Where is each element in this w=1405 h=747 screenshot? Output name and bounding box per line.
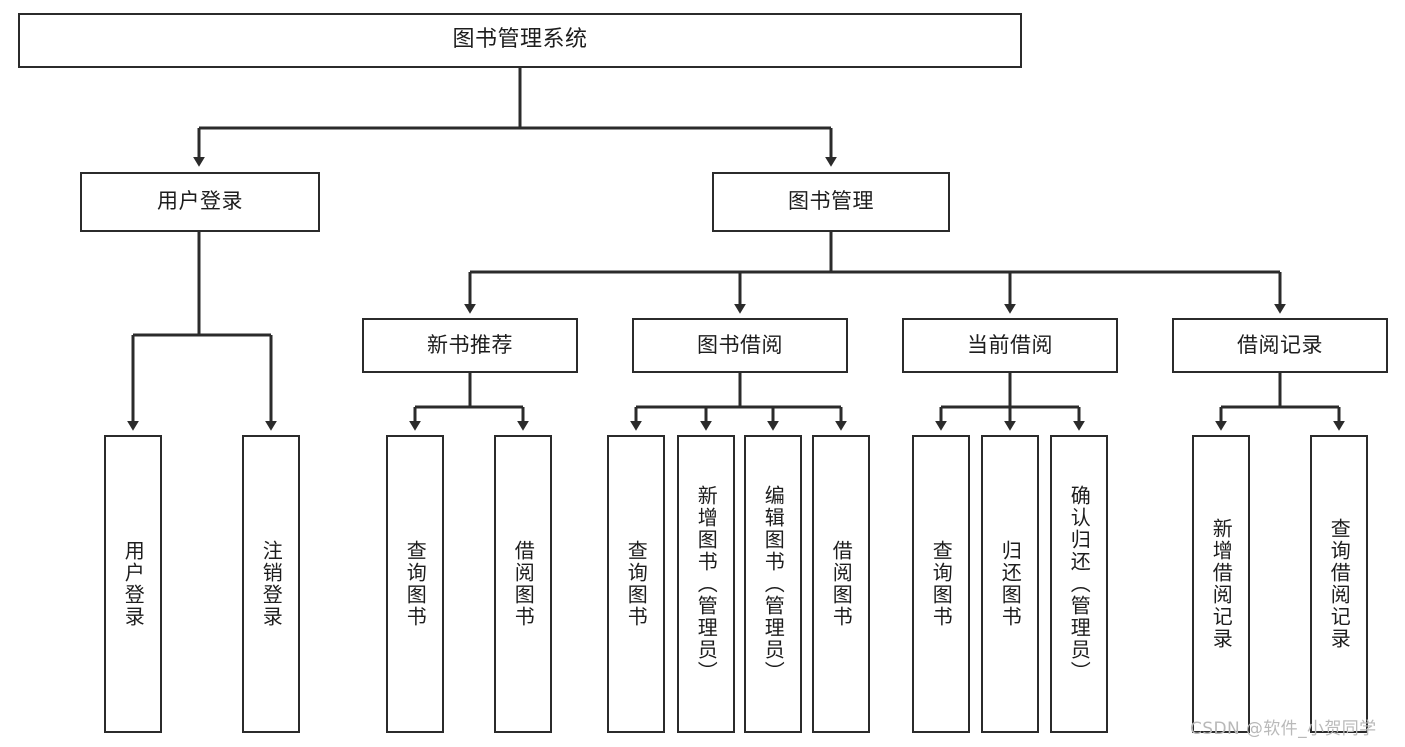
node-leaf-add-record[interactable]: 新增借阅记录 — [1192, 435, 1250, 733]
node-leaf-confirm-return-label: 确认归还（管理员） — [1067, 485, 1092, 683]
node-leaf-query-book-1[interactable]: 查询图书 — [386, 435, 444, 733]
node-new-book-recommend[interactable]: 新书推荐 — [362, 318, 578, 373]
node-leaf-add-book[interactable]: 新增图书（管理员） — [677, 435, 735, 733]
node-leaf-borrow-book-1[interactable]: 借阅图书 — [494, 435, 552, 733]
node-borrow-record[interactable]: 借阅记录 — [1172, 318, 1388, 373]
node-leaf-confirm-return[interactable]: 确认归还（管理员） — [1050, 435, 1108, 733]
node-book-borrow-label: 图书借阅 — [697, 332, 783, 357]
node-borrow-record-label: 借阅记录 — [1237, 332, 1323, 357]
node-leaf-query-record[interactable]: 查询借阅记录 — [1310, 435, 1368, 733]
node-leaf-borrow-book-2-label: 借阅图书 — [829, 540, 854, 628]
node-book-borrow[interactable]: 图书借阅 — [632, 318, 848, 373]
node-current-borrow[interactable]: 当前借阅 — [902, 318, 1118, 373]
node-leaf-logout-login-label: 注销登录 — [259, 540, 284, 628]
node-leaf-user-login[interactable]: 用户登录 — [104, 435, 162, 733]
node-book-management[interactable]: 图书管理 — [712, 172, 950, 232]
node-leaf-query-book-1-label: 查询图书 — [403, 540, 428, 628]
edge-root-trunk — [199, 68, 831, 130]
node-user-login-label: 用户登录 — [157, 189, 243, 214]
node-leaf-query-book-2[interactable]: 查询图书 — [607, 435, 665, 733]
node-leaf-user-login-label: 用户登录 — [121, 540, 146, 628]
node-root-label: 图书管理系统 — [452, 27, 588, 53]
node-leaf-edit-book-label: 编辑图书（管理员） — [761, 485, 786, 683]
edge-root-to-level2 — [193, 128, 837, 167]
node-leaf-add-book-label: 新增图书（管理员） — [694, 485, 719, 683]
node-root[interactable]: 图书管理系统 — [18, 13, 1022, 68]
node-leaf-borrow-book-2[interactable]: 借阅图书 — [812, 435, 870, 733]
edge-bookmgmt-to-level3 — [464, 272, 1286, 314]
node-leaf-logout-login[interactable]: 注销登录 — [242, 435, 300, 733]
edge-bookborrow-trunk — [636, 373, 841, 409]
watermark-text: CSDN @软件_小贺同学 — [1190, 719, 1377, 739]
node-leaf-return-book[interactable]: 归还图书 — [981, 435, 1039, 733]
node-user-login[interactable]: 用户登录 — [80, 172, 320, 232]
edge-newbook-trunk — [415, 373, 523, 409]
edge-bookmgmt-trunk — [470, 232, 1280, 274]
edge-currentborrow-trunk — [941, 373, 1079, 409]
node-leaf-query-book-2-label: 查询图书 — [624, 540, 649, 628]
node-leaf-edit-book[interactable]: 编辑图书（管理员） — [744, 435, 802, 733]
edge-userlogin-to-leaves — [127, 335, 277, 431]
node-leaf-borrow-book-1-label: 借阅图书 — [511, 540, 536, 628]
edge-borrowrecord-trunk — [1221, 373, 1339, 409]
edge-currentborrow-to-leaves — [935, 407, 1085, 431]
node-leaf-query-book-3-label: 查询图书 — [929, 540, 954, 628]
node-current-borrow-label: 当前借阅 — [967, 332, 1053, 357]
node-book-management-label: 图书管理 — [788, 189, 874, 214]
node-new-book-recommend-label: 新书推荐 — [427, 332, 513, 357]
node-leaf-add-record-label: 新增借阅记录 — [1209, 518, 1234, 650]
edge-borrowrecord-to-leaves — [1215, 407, 1345, 431]
edge-userlogin-trunk — [133, 232, 271, 337]
node-leaf-return-book-label: 归还图书 — [998, 540, 1023, 628]
edge-newbook-to-leaves — [409, 407, 529, 431]
node-leaf-query-record-label: 查询借阅记录 — [1327, 518, 1352, 650]
node-leaf-query-book-3[interactable]: 查询图书 — [912, 435, 970, 733]
edge-bookborrow-to-leaves — [630, 407, 847, 431]
